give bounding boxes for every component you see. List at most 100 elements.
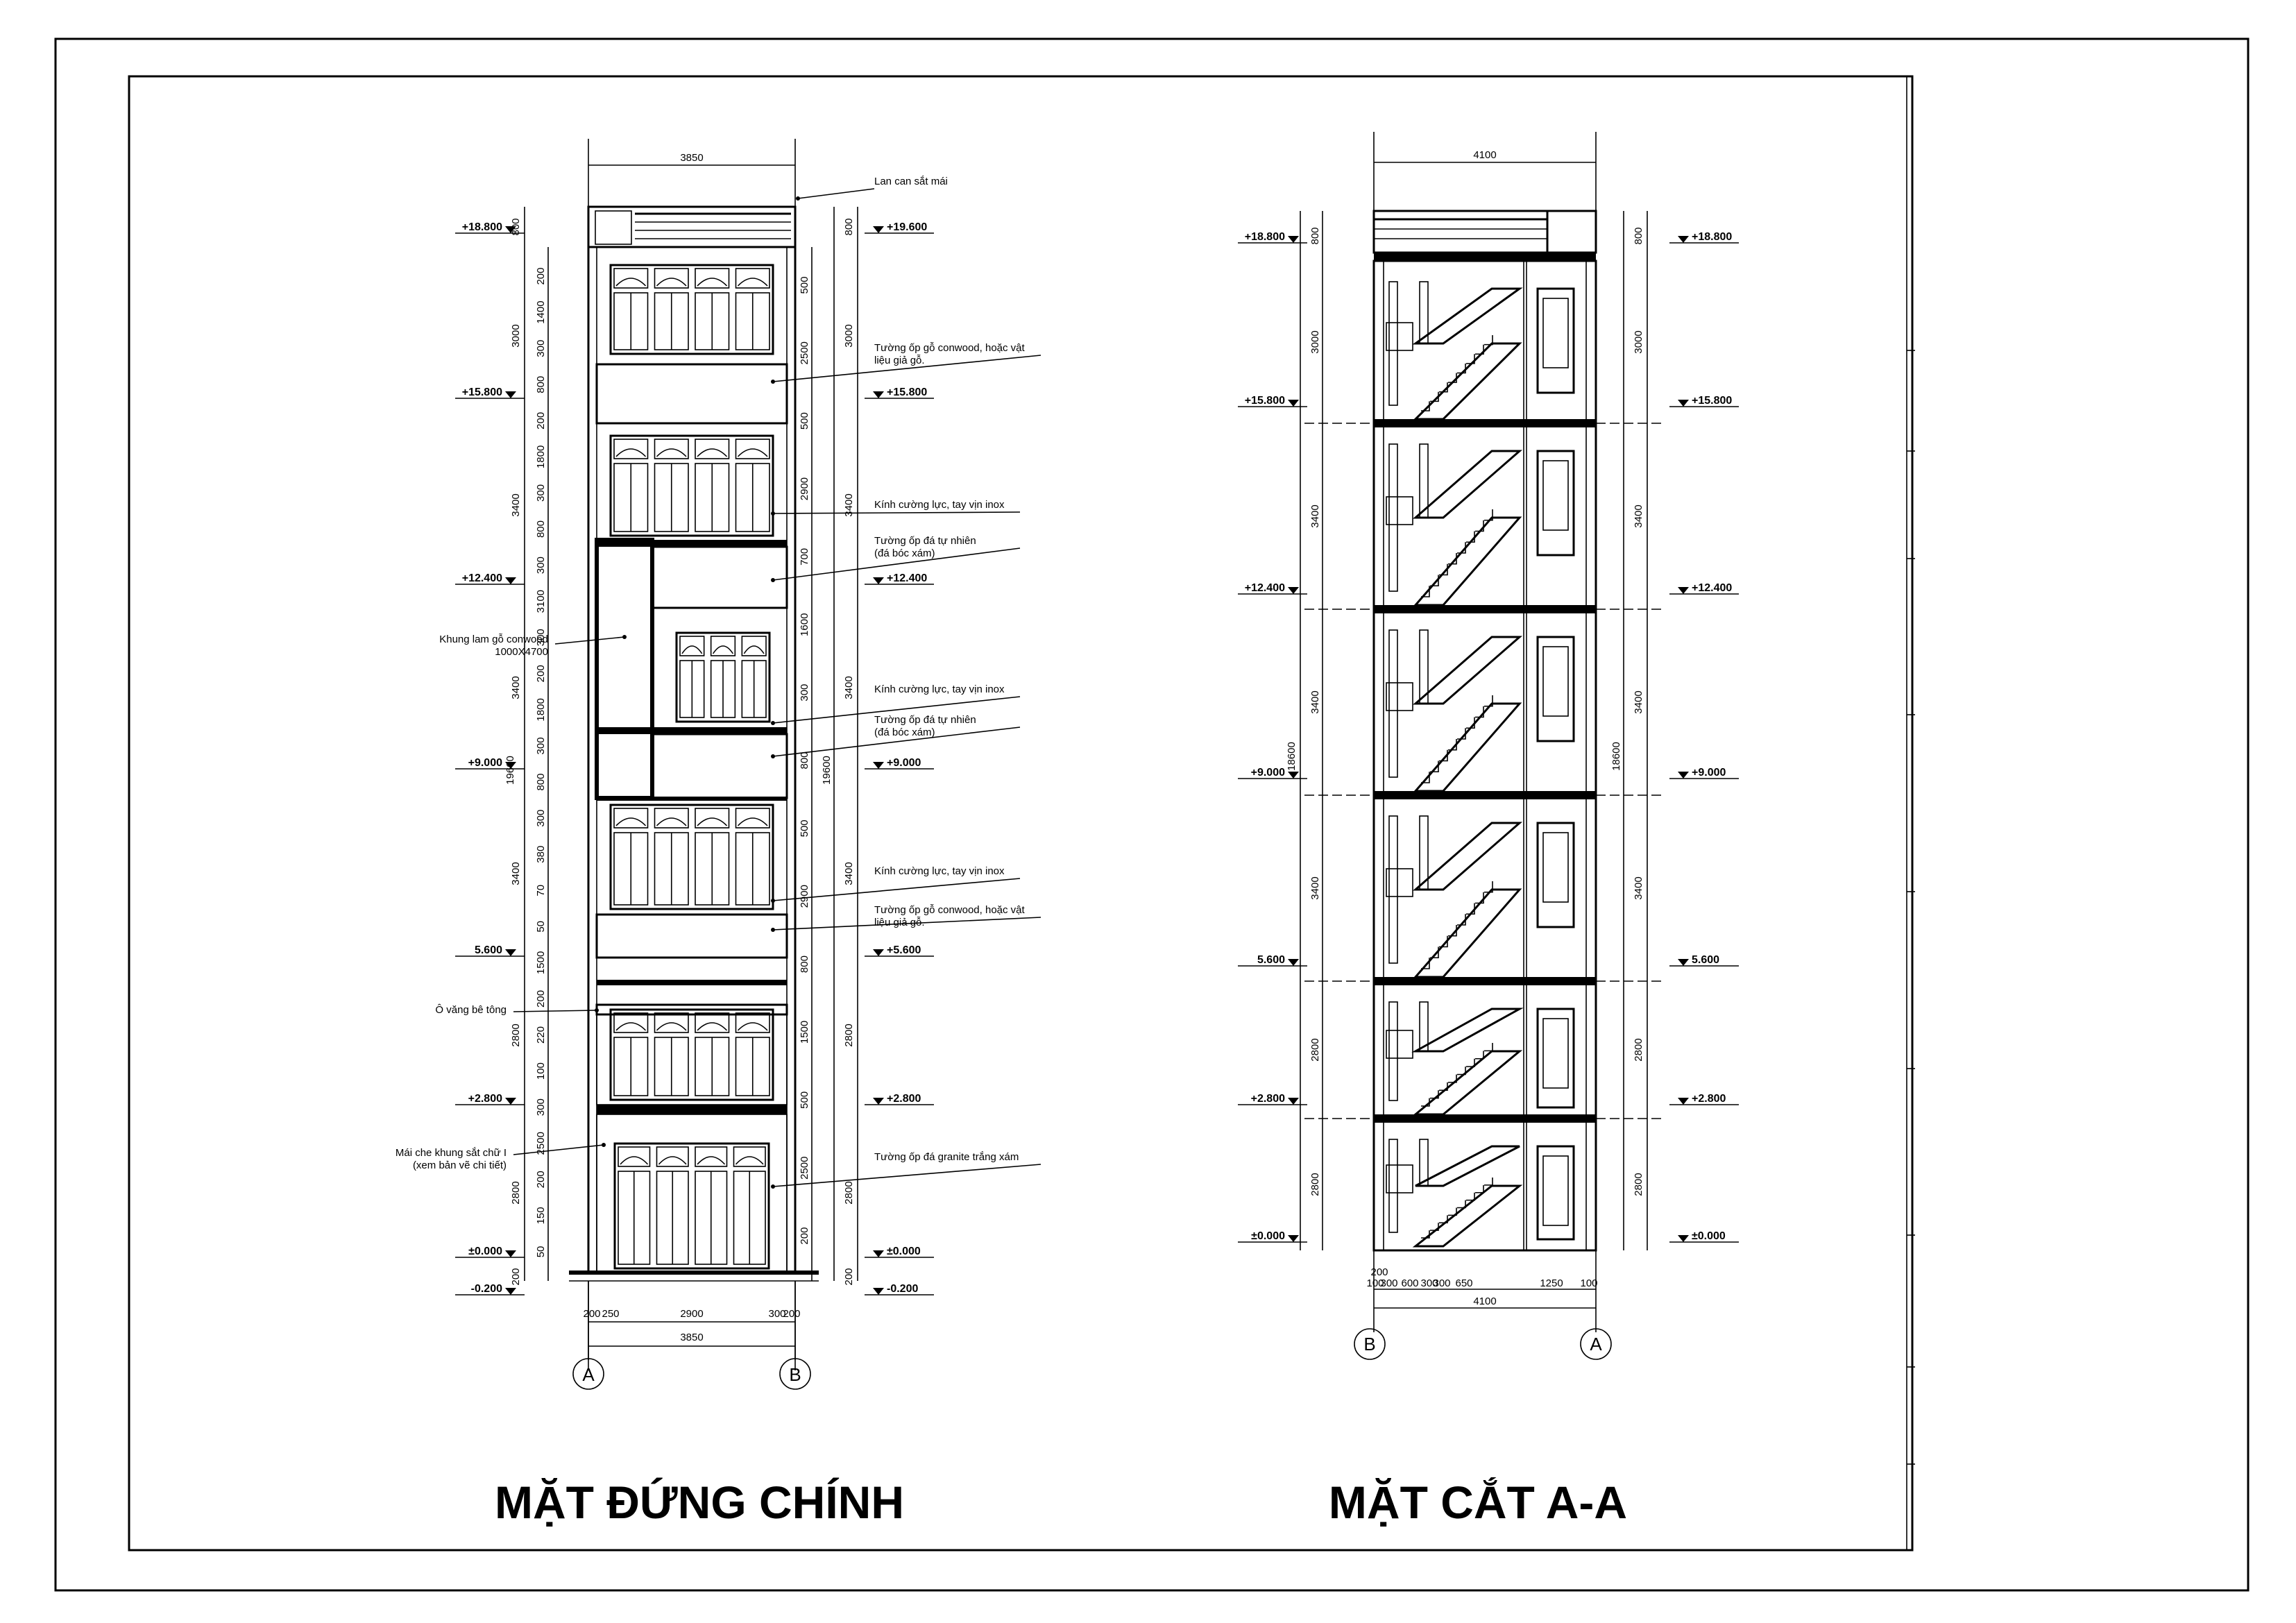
note-leader	[772, 547, 1021, 581]
section-level-left-arrow	[1288, 772, 1299, 779]
dim-inner-left: 300	[535, 629, 547, 646]
note-text: Mái che khung sắt chữ I	[396, 1147, 507, 1159]
stair-step	[1484, 695, 1493, 707]
level-left: +15.800	[455, 386, 525, 399]
stair-lower-run	[1412, 1050, 1523, 1116]
axis-label-b-elevation: B	[789, 1364, 801, 1385]
dim-inner-left: 200	[535, 1171, 547, 1188]
stair-landing	[1386, 1030, 1413, 1059]
section-level-left-text: +12.400	[1245, 582, 1285, 594]
title-front-elevation: MẶT ĐỨNG CHÍNH	[495, 1477, 904, 1528]
level-left-text: +2.800	[468, 1093, 502, 1105]
dim-bottom-part: 300	[768, 1308, 785, 1320]
dim-outer-left: 800	[510, 218, 522, 235]
stair-step	[1430, 760, 1439, 773]
note-text: Tường ốp đá tự nhiên	[874, 714, 976, 726]
window-floor-5-transom	[735, 268, 770, 289]
dim-inner-left: 300	[535, 810, 547, 827]
stair-step	[1421, 958, 1430, 969]
section-level-right-arrow	[1678, 236, 1689, 243]
stair-flight	[1386, 815, 1575, 978]
facade-outline	[587, 246, 797, 1274]
level-left: 5.600	[455, 944, 525, 957]
section-level-right-text: 5.600	[1692, 954, 1719, 966]
section-door-panel	[1542, 1155, 1569, 1226]
stair-landing	[1386, 682, 1413, 711]
section-column	[1419, 443, 1429, 518]
stair-lower-run	[1413, 888, 1522, 978]
section-dim-left: 2800	[1309, 1038, 1321, 1061]
dim-inner-right: 2900	[799, 477, 810, 500]
door-ground-floor-arch	[697, 1156, 726, 1165]
stair-step	[1484, 1178, 1493, 1186]
section-level-markers: +18.800+15.800+12.400+9.0005.600+2.800±0…	[1238, 231, 1739, 1243]
title-section-a-a: MẶT CẮT A-A	[1329, 1477, 1627, 1528]
stair-landing	[1386, 1164, 1413, 1193]
section-door	[1536, 822, 1575, 928]
section-level-left: ±0.000	[1238, 1230, 1307, 1243]
dim-inner-left: 300	[535, 556, 547, 574]
dim-bottom-part: 200	[783, 1308, 800, 1320]
section-dim-top-width: 4100	[1473, 149, 1496, 161]
note-text: Tường ốp gỗ conwood, hoặc vật	[874, 904, 1026, 916]
section-dim-bottom-part: 100	[1580, 1277, 1597, 1289]
window-floor-1-transom	[735, 1012, 770, 1033]
note-leader	[513, 1144, 604, 1155]
section-door	[1536, 636, 1575, 742]
window-floor-2-frame	[609, 804, 774, 910]
note-dot	[771, 380, 775, 384]
window-floor-1-transom	[613, 1012, 649, 1033]
section-door-panel	[1542, 460, 1569, 531]
section-level-left: +12.400	[1238, 582, 1307, 595]
section-floors-and-stairs	[1304, 281, 1665, 1248]
stone-cladding-upper	[651, 545, 788, 609]
section-door	[1536, 287, 1575, 394]
wood-cladding-lower	[595, 913, 788, 959]
level-right-text: -0.200	[887, 1283, 918, 1295]
note-dot	[622, 635, 627, 639]
window-floor-3-arch	[743, 645, 765, 654]
section-column	[1419, 629, 1429, 704]
section-door-panel	[1542, 298, 1569, 368]
note-leader	[772, 355, 1041, 382]
level-left-arrow	[505, 1288, 516, 1295]
section-dim-right: 3400	[1633, 690, 1644, 713]
window-floor-5-arch	[697, 278, 728, 287]
axis-bubble-b-elevation	[779, 1358, 811, 1390]
section-dim-left: 800	[1309, 227, 1321, 244]
stair-upper-run	[1413, 822, 1522, 891]
level-right-arrow	[873, 1098, 884, 1105]
level-right: +15.800	[865, 386, 934, 399]
dim-outer-right: 3400	[843, 862, 855, 885]
note-text: Khung lam gỗ conwood	[439, 634, 548, 645]
stair-step	[1475, 706, 1484, 718]
door-ground-floor-transom	[618, 1146, 651, 1167]
stair-step	[1475, 520, 1484, 532]
door-ground-floor-transom	[695, 1146, 728, 1167]
level-right: +5.600	[865, 944, 934, 957]
section-level-left-arrow	[1288, 1098, 1299, 1105]
note-text: 1000X4700	[495, 646, 548, 658]
section-dim-right: 3400	[1633, 876, 1644, 899]
window-floor-3-arch	[681, 645, 703, 654]
dim-inner-right: 300	[799, 684, 810, 702]
section-a-a	[1372, 210, 1597, 1252]
stair-step	[1439, 1082, 1448, 1091]
stair-step	[1421, 1230, 1430, 1239]
section-level-left: +15.800	[1238, 395, 1307, 407]
stair-landing	[1386, 496, 1413, 525]
stair-lower-run	[1413, 702, 1522, 792]
dim-inner-right: 200	[799, 1227, 810, 1245]
level-left-text: -0.200	[471, 1283, 502, 1295]
window-floor-1-arch	[656, 1022, 687, 1031]
section-dim-right: 2800	[1633, 1173, 1644, 1196]
section-dim-left: 3000	[1309, 330, 1321, 353]
window-floor-4-arch	[656, 448, 687, 457]
level-left-arrow	[505, 577, 516, 584]
section-level-right: +2.800	[1669, 1093, 1739, 1105]
dim-bottom-part: 2900	[680, 1308, 703, 1320]
level-left-arrow	[505, 1250, 516, 1257]
note-dot	[771, 578, 775, 582]
stair-step	[1421, 586, 1430, 597]
